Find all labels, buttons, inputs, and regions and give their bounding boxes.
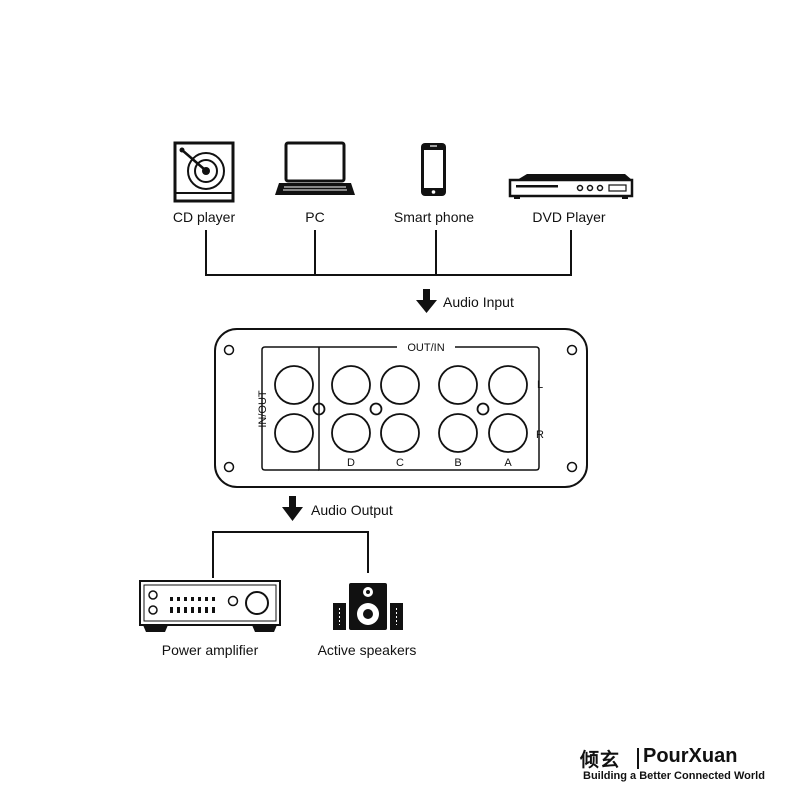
active-speakers-label: Active speakers — [317, 642, 417, 658]
channel-letter-b: B — [454, 457, 461, 469]
dvd-player-icon — [508, 174, 634, 199]
row-label-l: L — [537, 379, 543, 391]
brand-chinese-name: 倾玄 — [580, 749, 621, 771]
audio-output-arrow-icon — [282, 496, 303, 521]
smart-phone-label: Smart phone — [393, 209, 475, 225]
cd-player-icon — [173, 141, 235, 203]
panel-top-label: OUT/IN — [407, 342, 444, 354]
row-label-r: R — [536, 429, 544, 441]
power-amplifier-label: Power amplifier — [161, 642, 259, 658]
input-bus-lines — [205, 230, 572, 276]
switch-panel — [214, 328, 588, 488]
channel-letter-c: C — [396, 457, 404, 469]
brand-english-name: PourXuan — [643, 745, 738, 767]
smartphone-icon — [421, 143, 446, 196]
brand-separator — [637, 748, 639, 769]
speaker-icon — [333, 583, 403, 630]
amplifier-icon — [139, 580, 281, 632]
panel-side-label: IN/OUT — [257, 390, 269, 428]
dvd-player-label: DVD Player — [532, 209, 606, 225]
channel-letter-a: A — [504, 457, 512, 469]
audio-input-arrow-icon — [416, 289, 437, 313]
audio-output-label: Audio Output — [311, 502, 393, 518]
laptop-icon — [275, 141, 355, 195]
brand-tagline: Building a Better Connected World — [583, 770, 765, 782]
audio-input-label: Audio Input — [443, 294, 514, 310]
channel-letter-d: D — [347, 457, 355, 469]
brand-logo: 倾玄 PourXuan Building a Better Connected … — [580, 745, 780, 785]
pc-label: PC — [305, 209, 325, 225]
cd-player-label: CD player — [172, 209, 236, 225]
output-bus-lines — [212, 531, 369, 578]
